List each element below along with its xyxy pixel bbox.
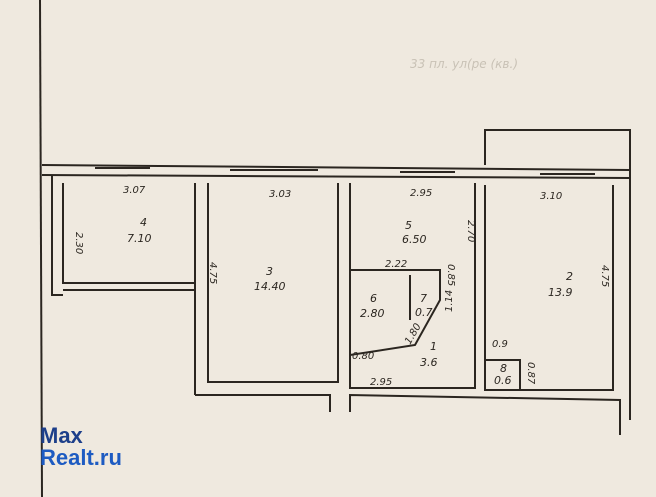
- dimension-label: 4.75: [207, 262, 218, 284]
- room-4-area: 7.10: [127, 232, 152, 245]
- room-7-area: 0.7: [415, 306, 433, 319]
- room-7-number: 7: [420, 292, 427, 305]
- watermark-logo: Max Realt.ru: [40, 425, 122, 469]
- room-8-area: 0.6: [494, 374, 512, 387]
- margin-line: [39, 0, 43, 497]
- dimension-label: 3.10: [540, 191, 562, 202]
- room-labels: 4 7.10 3 14.40 5 6.50 6 2.80 7 0.7 1 3.6…: [127, 216, 573, 387]
- dimension-label: 0.87: [525, 362, 536, 385]
- room-1-area: 3.6: [420, 356, 438, 369]
- dimension-label: 2.70: [465, 220, 476, 242]
- room-8-number: 8: [500, 362, 507, 375]
- dimension-label: 3.07: [123, 185, 146, 196]
- room-2-area: 13.9: [548, 286, 573, 299]
- background-heading: 33 пл. ул(ре (кв.): [410, 57, 518, 71]
- dimension-label: 2.30: [73, 232, 84, 254]
- room-5-number: 5: [405, 219, 412, 232]
- room-5-area: 6.50: [402, 233, 427, 246]
- dimension-label: 2.22: [385, 259, 407, 270]
- watermark-line1: Max: [40, 423, 83, 448]
- room-6-area: 2.80: [360, 307, 385, 320]
- dimension-label: 3.03: [269, 189, 291, 200]
- room-1-number: 1: [430, 340, 437, 353]
- dimension-label: 0.9: [492, 339, 508, 350]
- dimension-label: 2.95: [410, 188, 432, 199]
- room-4-number: 4: [140, 216, 147, 229]
- dimension-label: 1.14: [444, 290, 455, 312]
- room-3-number: 3: [266, 265, 273, 278]
- dimension-label: 2.95: [370, 377, 392, 388]
- dimension-labels: 3.07 2.30 3.03 4.75 2.95 2.70 2.22 0.85 …: [73, 185, 610, 388]
- watermark-line2: Realt.ru: [40, 445, 122, 470]
- room-2-number: 2: [566, 270, 573, 283]
- room-6-number: 6: [370, 292, 377, 305]
- dimension-label: 4.75: [599, 265, 610, 287]
- room-3-area: 14.40: [254, 280, 286, 293]
- walls: [41, 129, 631, 435]
- dimension-label: 0.85: [445, 264, 456, 286]
- dimension-label: 0.80: [352, 351, 374, 362]
